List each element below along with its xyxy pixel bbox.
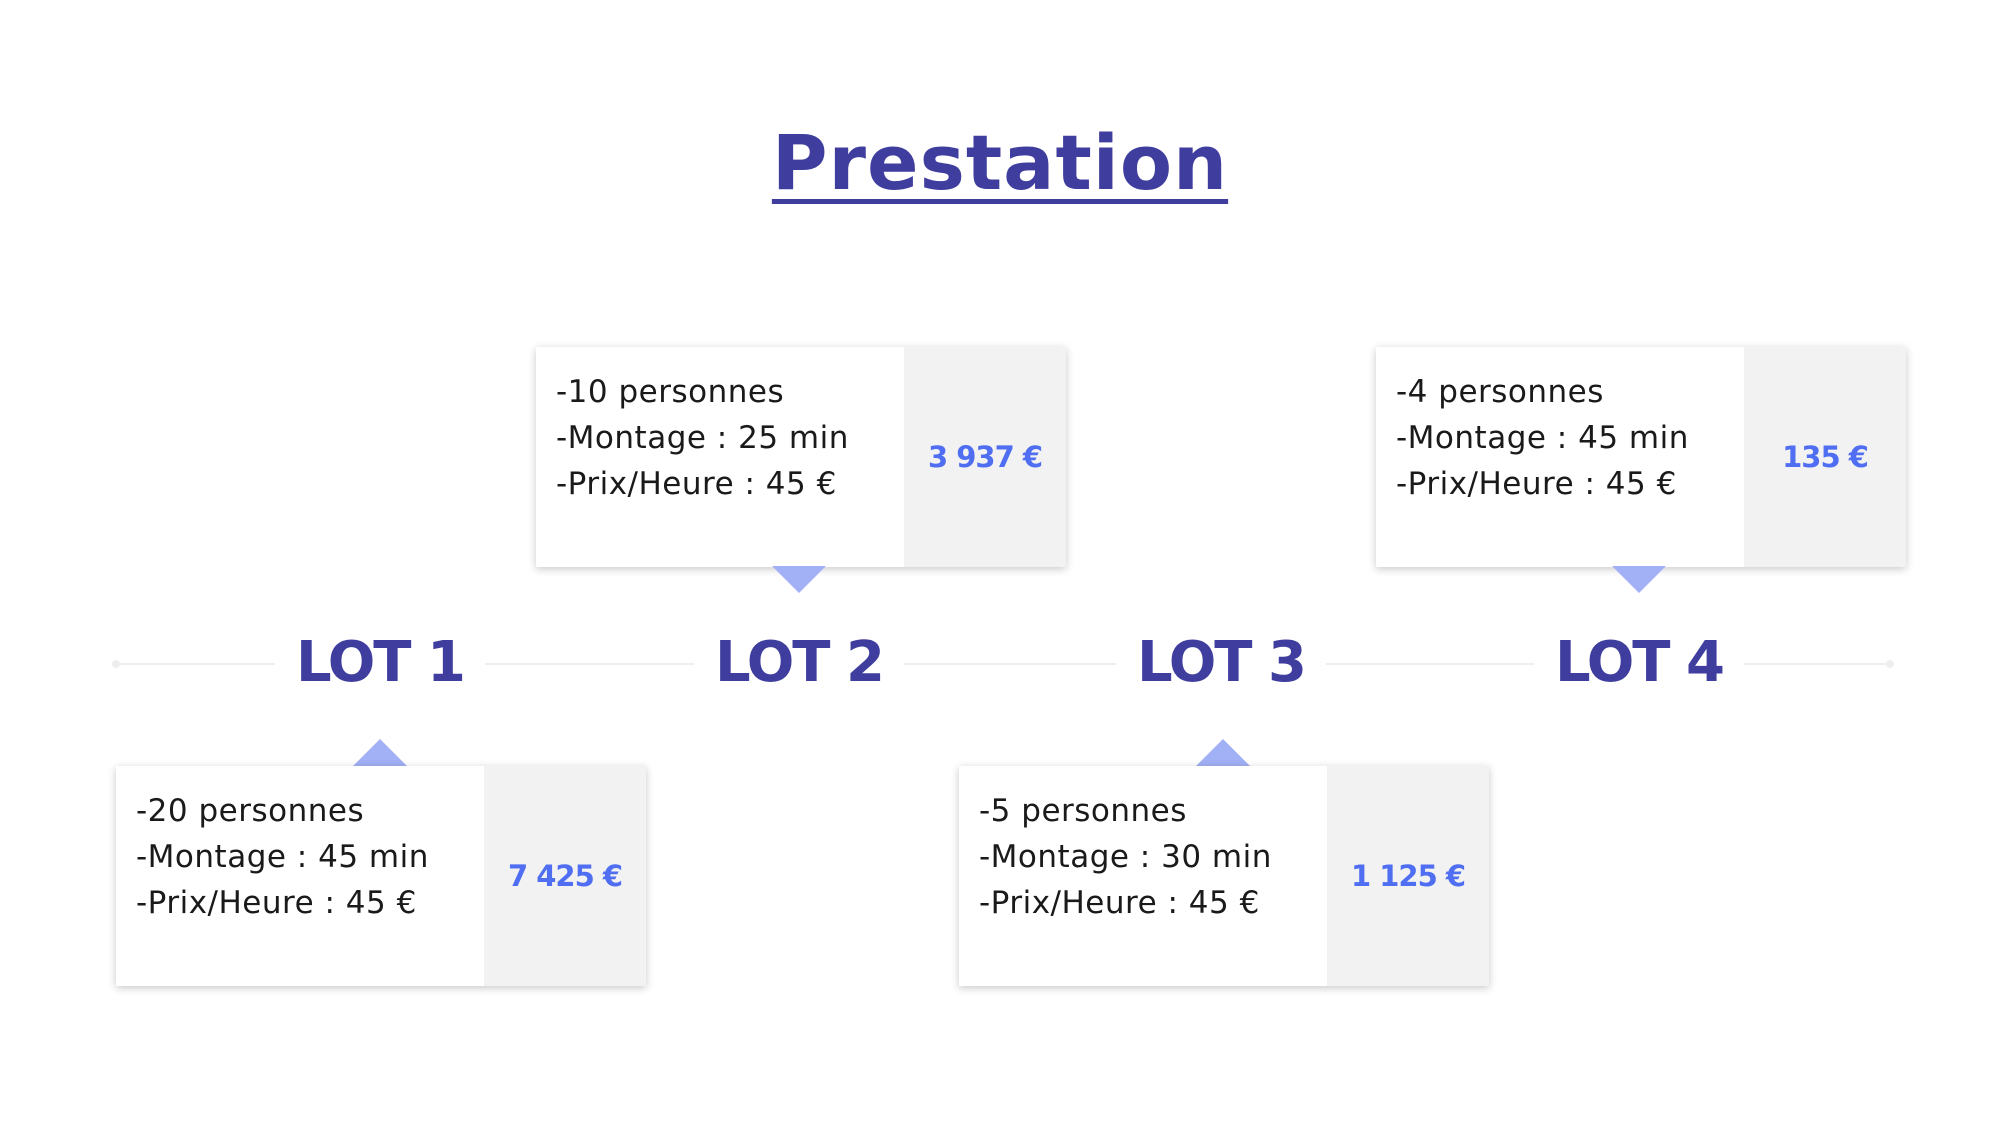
lot-2-total: 3 937 €: [904, 347, 1066, 567]
lot-1-personnes: -20 personnes: [136, 793, 365, 829]
lot-3-montage: -Montage : 30 min: [979, 839, 1272, 875]
lot-4-prix-heure: -Prix/Heure : 45 €: [1396, 466, 1677, 502]
lot-1-montage: -Montage : 45 min: [136, 839, 429, 875]
page-title: Prestation: [0, 125, 2000, 201]
lot-2-card: -10 personnes -Montage : 25 min -Prix/He…: [536, 347, 1066, 567]
lot-1-pointer: [353, 739, 407, 766]
lot-2-prix-heure: -Prix/Heure : 45 €: [556, 466, 837, 502]
lot-3-pointer: [1196, 739, 1250, 766]
lot-label-3: LOT 3: [1116, 628, 1326, 698]
lot-4-card: -4 personnes -Montage : 45 min -Prix/Heu…: [1376, 347, 1906, 567]
lot-2-pointer: [772, 566, 826, 593]
page-title-text: Prestation: [771, 118, 1229, 207]
lot-2-personnes: -10 personnes: [556, 374, 785, 410]
lot-4-montage: -Montage : 45 min: [1396, 420, 1689, 456]
lot-1-details: -20 personnes -Montage : 45 min -Prix/He…: [116, 766, 484, 986]
lot-3-prix-heure: -Prix/Heure : 45 €: [979, 885, 1260, 921]
timeline-start-dot: [112, 660, 120, 668]
lot-3-card: -5 personnes -Montage : 30 min -Prix/Heu…: [959, 766, 1489, 986]
lot-label-1: LOT 1: [275, 628, 485, 698]
timeline-end-dot: [1886, 660, 1894, 668]
lot-1-prix-heure: -Prix/Heure : 45 €: [136, 885, 417, 921]
lot-4-pointer: [1612, 566, 1666, 593]
lot-1-total: 7 425 €: [484, 766, 646, 986]
lot-2-montage: -Montage : 25 min: [556, 420, 849, 456]
timeline-line: [115, 663, 1893, 665]
lot-4-total: 135 €: [1744, 347, 1906, 567]
lot-2-details: -10 personnes -Montage : 25 min -Prix/He…: [536, 347, 904, 567]
lot-1-card: -20 personnes -Montage : 45 min -Prix/He…: [116, 766, 646, 986]
lot-3-total: 1 125 €: [1327, 766, 1489, 986]
lot-3-personnes: -5 personnes: [979, 793, 1187, 829]
lot-label-2: LOT 2: [694, 628, 904, 698]
lot-label-4: LOT 4: [1534, 628, 1744, 698]
lot-4-personnes: -4 personnes: [1396, 374, 1604, 410]
lot-4-details: -4 personnes -Montage : 45 min -Prix/Heu…: [1376, 347, 1744, 567]
lot-3-details: -5 personnes -Montage : 30 min -Prix/Heu…: [959, 766, 1327, 986]
